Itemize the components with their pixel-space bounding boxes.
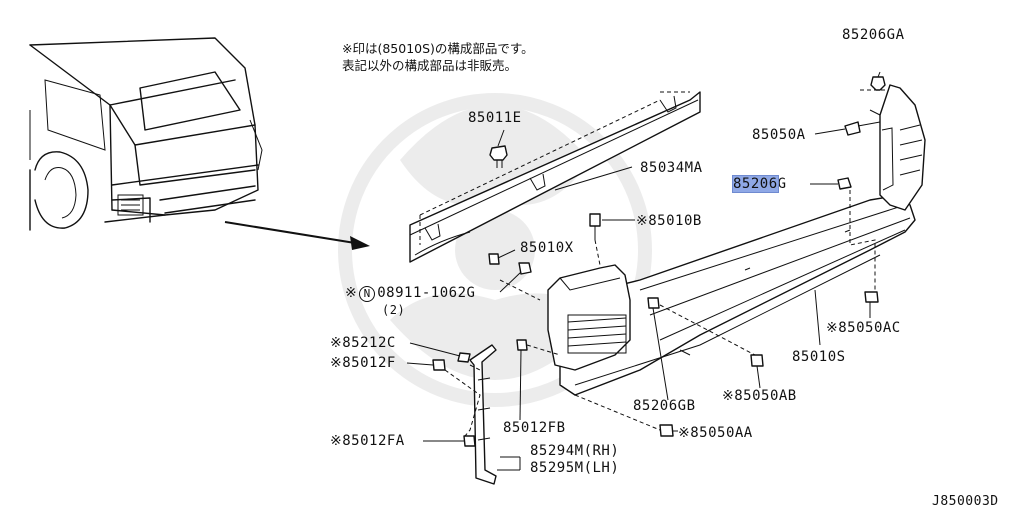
part-label-85212c[interactable]: ※85212C <box>330 335 396 351</box>
part-label-85034ma[interactable]: 85034MA <box>640 160 703 176</box>
part-label-85206gb[interactable]: 85206GB <box>633 398 696 414</box>
part-label-85206ga[interactable]: 85206GA <box>842 27 905 43</box>
part-label-85294m-rh[interactable]: 85294M(RH) <box>530 443 620 459</box>
part-label-85010x[interactable]: 85010X <box>520 240 574 256</box>
note-line-2: 表記以外の構成部品は非販売。 <box>342 58 518 73</box>
part-label-85012fa[interactable]: ※85012FA <box>330 433 405 449</box>
part-label-85050ac[interactable]: ※85050AC <box>826 320 901 336</box>
part-label-85050ab[interactable]: ※85050AB <box>722 388 797 404</box>
part-label-85206g[interactable]: 85206G <box>732 175 787 193</box>
leader-lines <box>406 71 885 471</box>
part-label-08911-qty: (2) <box>382 303 406 317</box>
part-label-85011e[interactable]: 85011E <box>468 110 522 126</box>
part-label-85050aa[interactable]: ※85050AA <box>678 425 753 441</box>
bumper-reinforcement <box>409 91 701 263</box>
part-label-85206g-suffix: G <box>777 176 787 192</box>
part-label-85050a[interactable]: 85050A <box>752 127 806 143</box>
part-label-08911-number: 08911-1062G <box>377 285 476 301</box>
part-label-85012f[interactable]: ※85012F <box>330 355 396 371</box>
diagram-id: J850003D <box>932 494 999 509</box>
pointer-arrow <box>224 221 370 250</box>
part-label-85206g-highlight: 85206 <box>732 175 779 193</box>
part-label-85295m-lh[interactable]: 85295M(LH) <box>530 460 620 476</box>
part-label-85010s[interactable]: 85010S <box>792 349 846 365</box>
part-label-08911-prefix: ※ <box>345 285 358 301</box>
circled-n-symbol: N <box>359 286 376 302</box>
bumper-fascia <box>547 84 926 396</box>
vehicle-rear-illustration <box>29 37 263 231</box>
note-line-1: ※印は(85010S)の構成部品です。 <box>342 41 534 56</box>
part-label-85012fb[interactable]: 85012FB <box>503 420 566 436</box>
part-label-85010b[interactable]: ※85010B <box>636 213 702 229</box>
fasteners <box>432 76 886 485</box>
